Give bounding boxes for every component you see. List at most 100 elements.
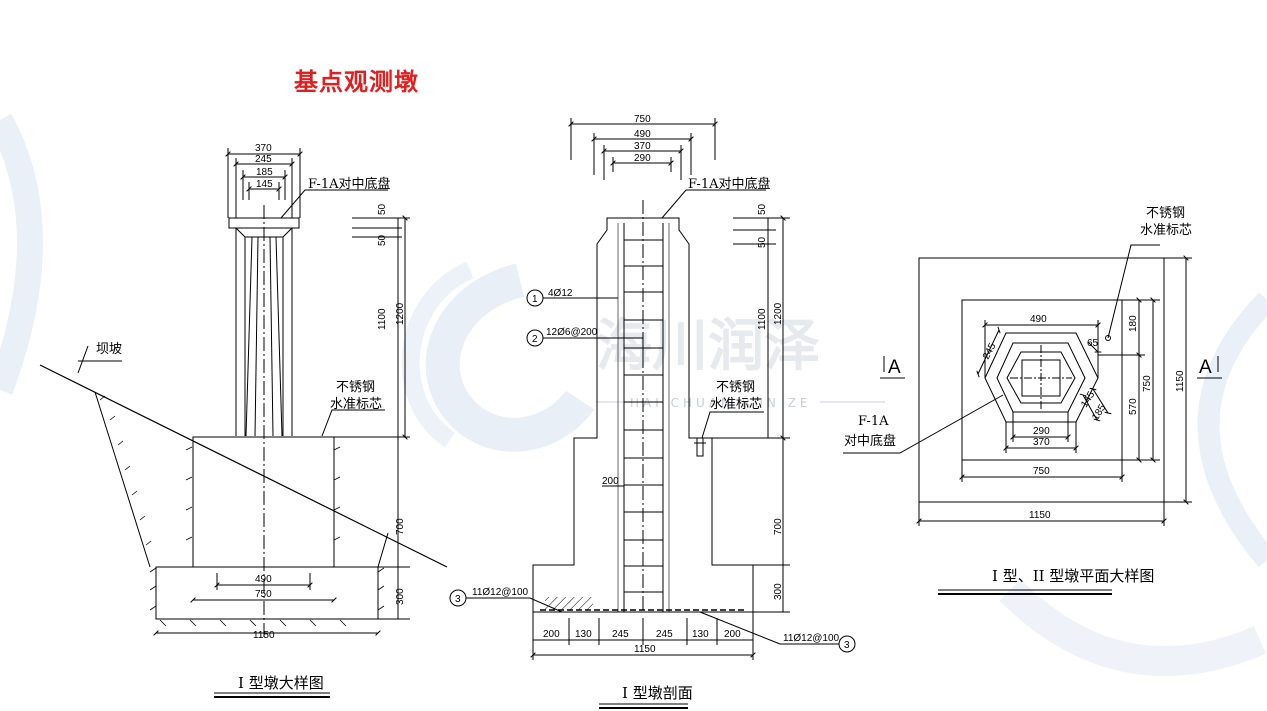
plan-disk-leader bbox=[843, 394, 1004, 454]
watermark-logo-swirl bbox=[425, 263, 595, 452]
left-slope-line bbox=[39, 364, 448, 568]
watermark-en: HAI CHUAN RUN ZE bbox=[630, 396, 812, 410]
section-mark-left-label: A bbox=[888, 357, 901, 378]
left-bottom-dims bbox=[153, 573, 381, 636]
callout-2-num: 2 bbox=[532, 334, 538, 345]
middle-dim-750: 750 bbox=[634, 114, 651, 125]
section-mark-left bbox=[880, 356, 905, 379]
middle-dim-200b: 200 bbox=[724, 629, 741, 640]
left-dim-50a: 50 bbox=[377, 203, 388, 215]
middle-dim-130b: 130 bbox=[692, 629, 709, 640]
left-marker-leader bbox=[321, 409, 385, 437]
middle-hatch bbox=[545, 597, 593, 610]
left-dim-300: 300 bbox=[395, 588, 406, 605]
callout-2-leader bbox=[543, 337, 644, 355]
plan-dim-750h: 750 bbox=[1033, 466, 1050, 477]
middle-dim-130a: 130 bbox=[575, 629, 592, 640]
plan-hex-inner bbox=[1006, 351, 1076, 404]
section-mark-right-label: A bbox=[1199, 357, 1212, 378]
plan-disk-label-1: F-1A bbox=[858, 414, 889, 429]
middle-disk-leader bbox=[661, 189, 766, 219]
middle-marker bbox=[696, 437, 704, 457]
plan-dim-490: 490 bbox=[1030, 314, 1047, 325]
middle-dim-245b: 245 bbox=[656, 629, 673, 640]
left-texts: 370 245 185 145 F-1A对中底盘 坝坡 不锈钢 水准标芯 50 … bbox=[96, 143, 406, 692]
left-dim-245: 245 bbox=[255, 154, 272, 165]
middle-dim-1200: 1200 bbox=[773, 302, 784, 325]
callout-3a-leader bbox=[466, 597, 563, 613]
left-dim-145: 145 bbox=[256, 179, 273, 190]
plan-dim-1150v: 1150 bbox=[1175, 370, 1186, 392]
callout-3b-num: 3 bbox=[844, 640, 850, 651]
callout-3a-num: 3 bbox=[455, 594, 461, 605]
middle-marker-label-2: 水准标芯 bbox=[710, 397, 762, 412]
plan-dim-570: 570 bbox=[1128, 398, 1139, 415]
callout-3a-text: 11Ø12@100 bbox=[472, 587, 529, 598]
plan-dim-750v: 750 bbox=[1142, 375, 1153, 392]
left-dim-185: 185 bbox=[256, 167, 273, 178]
callout-3b-leader bbox=[699, 611, 839, 645]
left-dim-700: 700 bbox=[395, 518, 406, 535]
left-dim-370: 370 bbox=[255, 143, 272, 154]
left-slope-label: 坝坡 bbox=[96, 342, 122, 357]
plan-marker-label-2: 水准标芯 bbox=[1140, 223, 1192, 238]
callout-2-text: 12Ø6@200 bbox=[546, 327, 598, 338]
middle-dim-370: 370 bbox=[634, 141, 651, 152]
left-dim-1200: 1200 bbox=[395, 302, 406, 325]
left-disk-leader bbox=[280, 189, 388, 219]
left-foundation bbox=[155, 566, 379, 620]
left-dim-490: 490 bbox=[255, 574, 272, 585]
plan-disk-label-2: 对中底盘 bbox=[844, 433, 896, 449]
middle-dim-245a: 245 bbox=[612, 629, 629, 640]
middle-disk-label: F-1A对中底盘 bbox=[688, 176, 771, 192]
plan-marker-leader bbox=[1107, 244, 1160, 339]
plan-dim-180: 180 bbox=[1128, 315, 1139, 332]
left-marker-label-2: 水准标芯 bbox=[330, 397, 382, 412]
plan-dim-65: 65 bbox=[1087, 338, 1099, 349]
middle-spacing-200: 200 bbox=[602, 476, 619, 487]
middle-dim-50b: 50 bbox=[757, 236, 768, 248]
middle-dim-50a: 50 bbox=[757, 203, 768, 215]
middle-dim-290: 290 bbox=[634, 153, 651, 164]
left-top-dims bbox=[225, 148, 303, 218]
plan-dim-1150h: 1150 bbox=[1029, 510, 1051, 521]
watermark-arc-right bbox=[1197, 292, 1267, 568]
plan-marker-dot bbox=[1105, 335, 1111, 341]
left-dim-1150: 1150 bbox=[253, 630, 275, 641]
middle-dim-1100: 1100 bbox=[757, 308, 768, 330]
left-marker-label-1: 不锈钢 bbox=[336, 380, 375, 395]
middle-dim-490: 490 bbox=[634, 129, 651, 140]
middle-right-dims bbox=[712, 215, 790, 613]
watermark: 海川润泽 HAI CHUAN RUN ZE bbox=[0, 113, 1267, 677]
plan-dim-290: 290 bbox=[1033, 426, 1050, 437]
callout-3b-text: 11Ø12@100 bbox=[783, 633, 840, 644]
left-dim-1100: 1100 bbox=[377, 308, 388, 330]
left-right-dims bbox=[332, 215, 410, 620]
middle-dim-700: 700 bbox=[773, 518, 784, 535]
plan-dim-245: 245 bbox=[981, 341, 999, 361]
middle-texts: 750 490 370 290 F-1A对中底盘 不锈钢 水准标芯 1 4Ø12… bbox=[455, 114, 850, 702]
page-title: 基点观测墩 bbox=[294, 67, 419, 96]
right-plan bbox=[843, 244, 1222, 595]
middle-marker-label-1: 不锈钢 bbox=[716, 380, 755, 395]
middle-caption: I 型墩剖面 bbox=[622, 684, 693, 702]
left-dim-750: 750 bbox=[255, 589, 272, 600]
left-disk-label: F-1A对中底盘 bbox=[308, 176, 391, 192]
middle-section bbox=[449, 118, 856, 709]
plan-outer-square bbox=[918, 257, 1165, 503]
middle-marker-leader bbox=[701, 411, 764, 439]
watermark-logo-swirl-2 bbox=[401, 261, 474, 448]
left-elevation bbox=[39, 148, 448, 698]
plan-dim-370: 370 bbox=[1033, 437, 1050, 448]
left-dim-50b: 50 bbox=[377, 234, 388, 246]
watermark-arc-bottom bbox=[999, 579, 1266, 677]
left-ground-hatch bbox=[99, 395, 385, 627]
middle-bottom-dims bbox=[530, 612, 756, 660]
section-mark-right bbox=[1197, 356, 1222, 379]
middle-dim-200a: 200 bbox=[543, 629, 560, 640]
middle-dim-1150: 1150 bbox=[634, 644, 656, 655]
middle-dim-300: 300 bbox=[773, 583, 784, 600]
left-caption: I 型墩大样图 bbox=[238, 674, 324, 692]
left-excavation bbox=[94, 391, 389, 568]
